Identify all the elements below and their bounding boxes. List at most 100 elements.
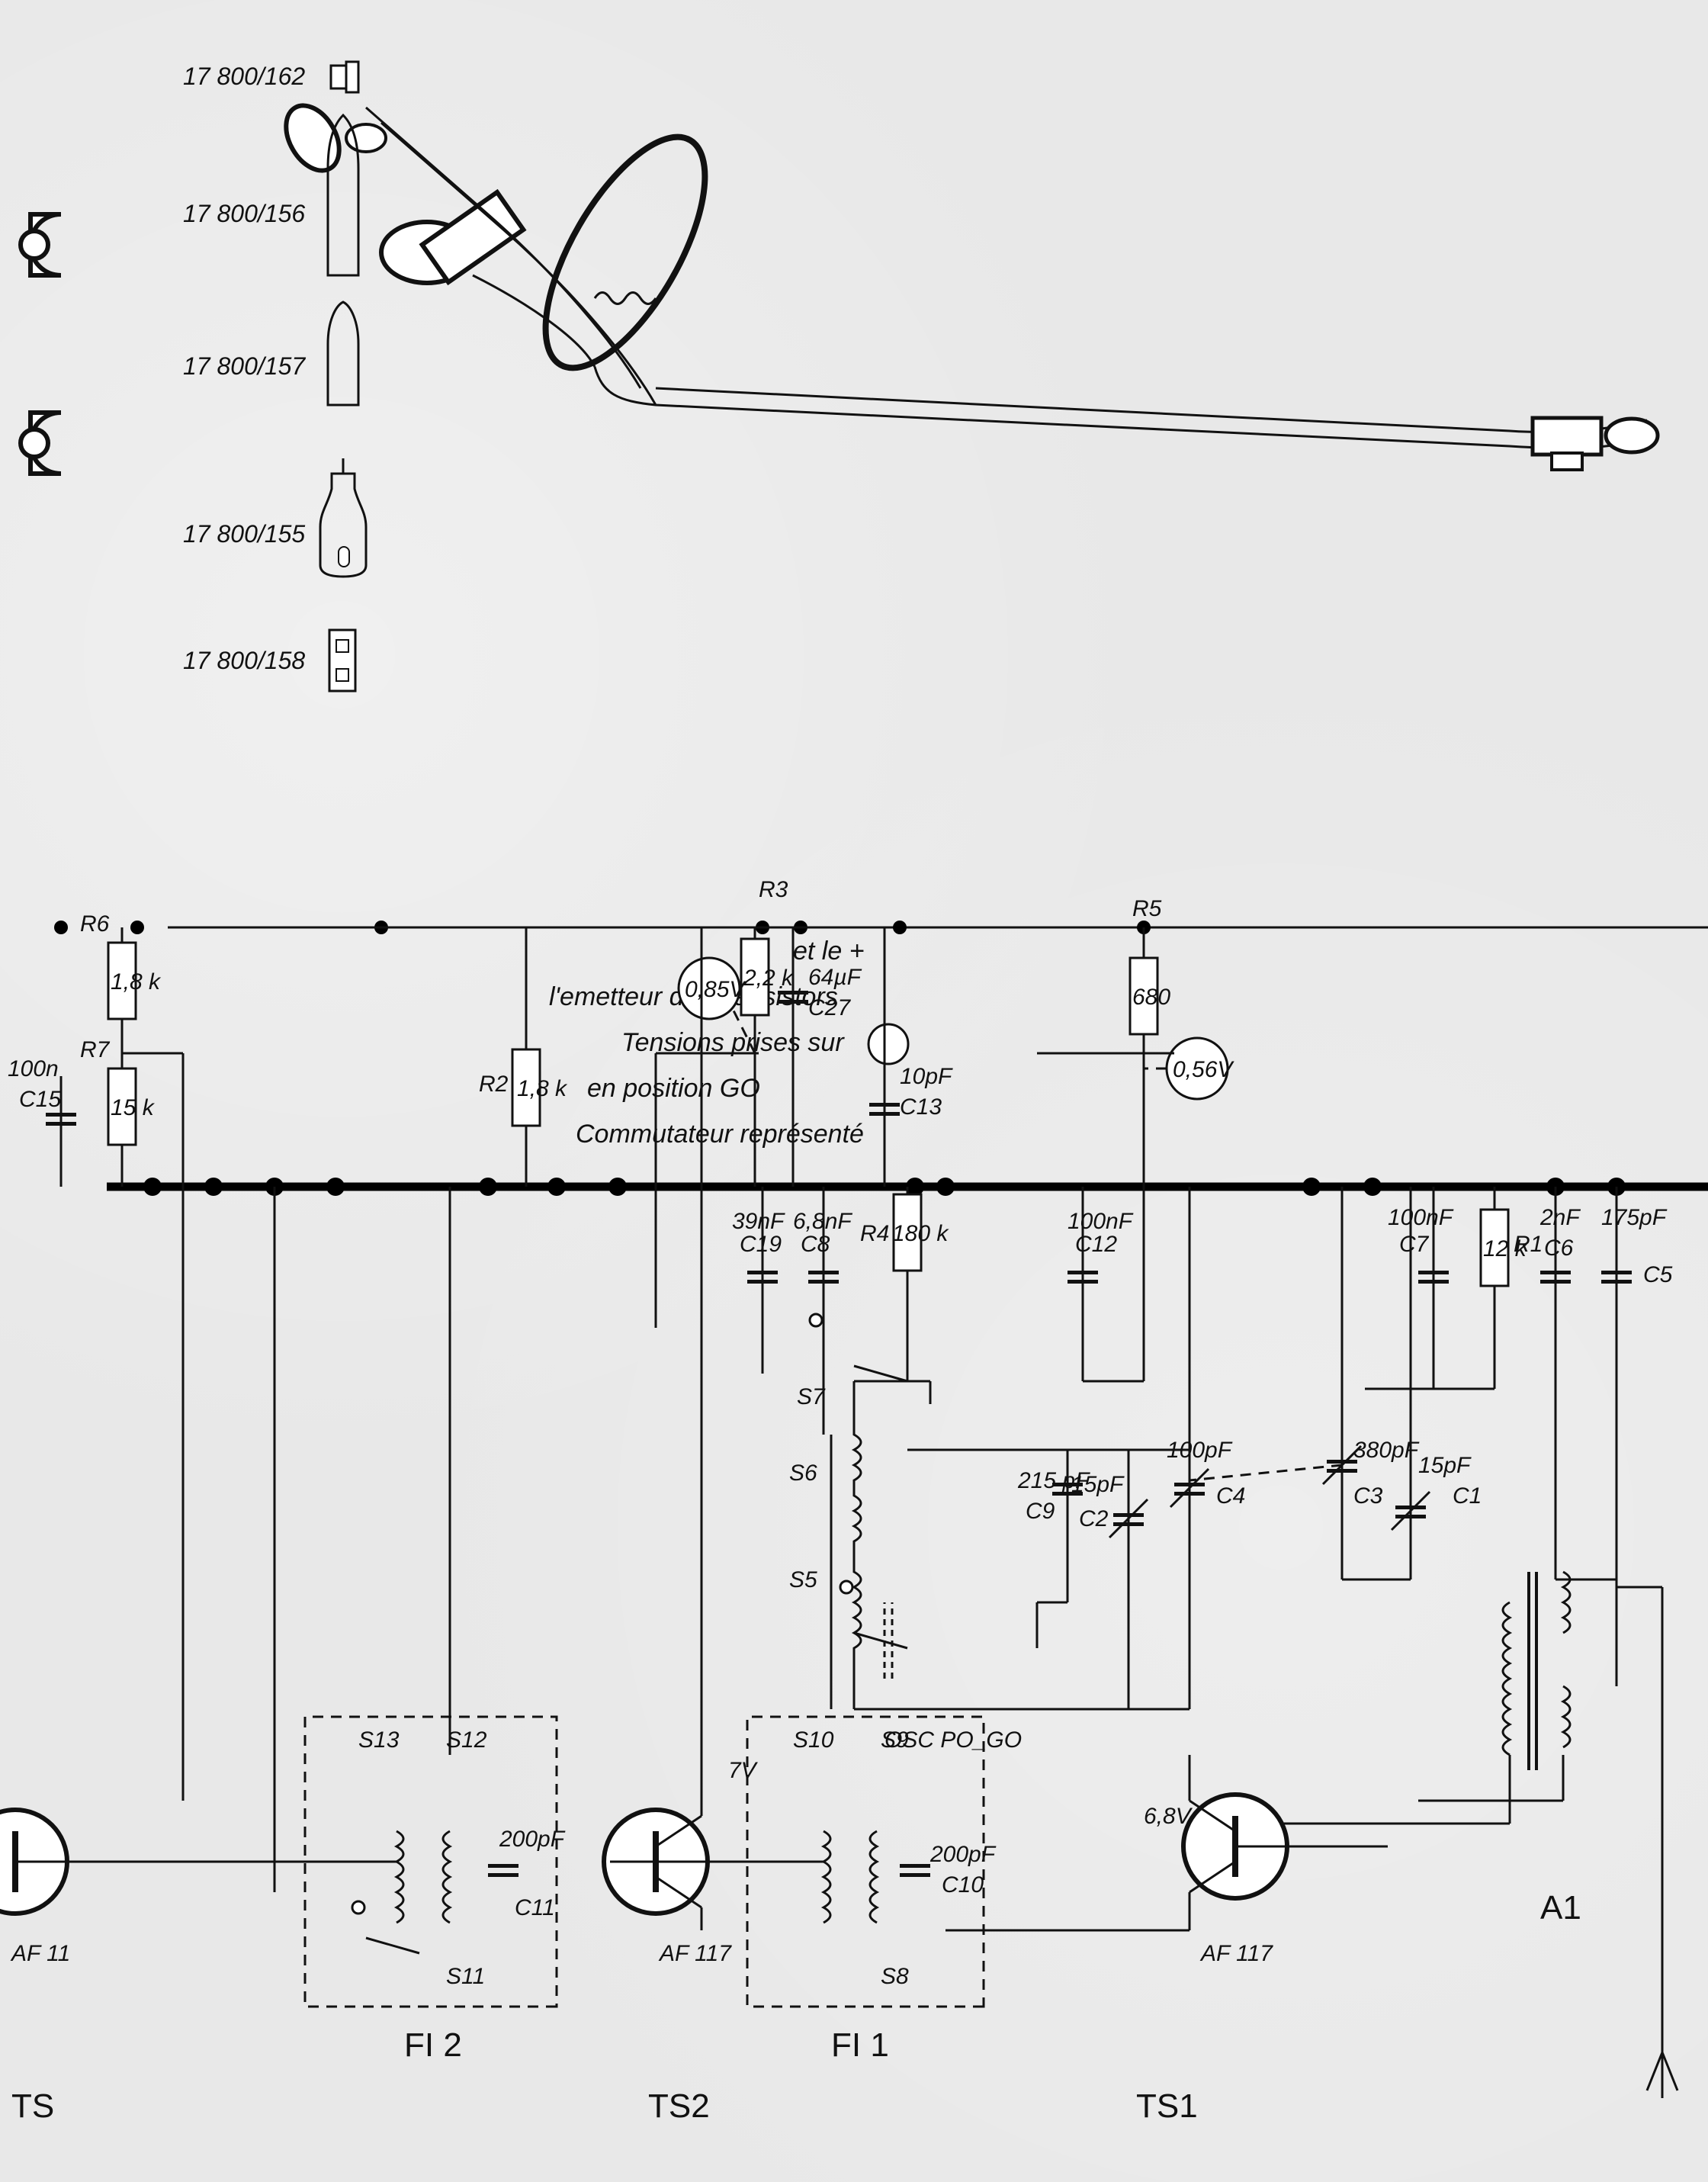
r2-value: 1,8 k bbox=[517, 1076, 568, 1101]
c12-label: C12 bbox=[1075, 1232, 1117, 1257]
c19-label: C19 bbox=[740, 1232, 782, 1257]
s10-label: S10 bbox=[793, 1727, 834, 1753]
legend-line2: en position GO bbox=[587, 1074, 760, 1103]
part-ref-157: 17 800/157 bbox=[183, 352, 306, 380]
voltage-0-56: 0,56V bbox=[1173, 1057, 1234, 1082]
c15-label: C15 bbox=[19, 1087, 61, 1112]
part-17-800-155: 17 800/155 bbox=[183, 458, 368, 578]
c8-label: C8 bbox=[801, 1232, 830, 1257]
osc-coil: S5 S6 S7 OSC PO_GO bbox=[789, 1381, 1022, 1753]
s7-label: S7 bbox=[797, 1384, 826, 1409]
part-17-800-158: 17 800/158 bbox=[183, 628, 357, 693]
resistor-r1 bbox=[1479, 1208, 1510, 1287]
inverted-sheet: 17 800/158 17 800/155 17 800/157 17 800/… bbox=[0, 60, 1708, 2125]
part-ref-162: 17 800/162 bbox=[183, 63, 305, 90]
r5-value: 680 bbox=[1132, 985, 1170, 1010]
ts1-label: TS1 bbox=[1136, 2087, 1198, 2125]
c7-label: C7 bbox=[1399, 1232, 1430, 1257]
transistor-ts1: AF 117 6,8V TS1 bbox=[1136, 1755, 1289, 2125]
r4-label: R4 bbox=[860, 1221, 889, 1246]
resistor-r2 bbox=[511, 1048, 541, 1127]
input-transformer-a1: A1 bbox=[1212, 1570, 1616, 1927]
c10-label: C10 bbox=[942, 1872, 984, 1898]
voltage-marker-0-85 bbox=[677, 956, 741, 1020]
legend-circle bbox=[867, 1023, 910, 1065]
c6-label: C6 bbox=[1544, 1236, 1574, 1261]
c9-value: 215 pF bbox=[1017, 1468, 1090, 1493]
resistor-r4 bbox=[892, 1193, 923, 1272]
s6-label: S6 bbox=[789, 1461, 817, 1486]
bus-nodes bbox=[54, 921, 1626, 1196]
c2-label: C2 bbox=[1079, 1506, 1109, 1531]
if-transformer-fi2: C11 200pF S11 S12 S13 FI 2 bbox=[303, 1715, 566, 2064]
c27-label: C27 bbox=[808, 995, 851, 1020]
part-17-800-162: 17 800/162 bbox=[183, 60, 360, 94]
r2-label: R2 bbox=[479, 1072, 509, 1097]
c15-value: 100n bbox=[8, 1056, 59, 1081]
c19-value: 39nF bbox=[732, 1209, 785, 1234]
s13-label: S13 bbox=[358, 1727, 400, 1753]
r4-value: 180 k bbox=[892, 1221, 949, 1246]
osc-label: OSC PO_GO bbox=[884, 1727, 1022, 1753]
c11-value: 200pF bbox=[499, 1827, 566, 1852]
part-17-800-156: 17 800/156 bbox=[183, 113, 360, 277]
r6-value: 1,8 k bbox=[111, 969, 162, 995]
fi1-label: FI 1 bbox=[831, 2026, 889, 2064]
resistor-r6 bbox=[107, 941, 137, 1020]
s12-label: S12 bbox=[446, 1727, 487, 1753]
ts2-label: TS2 bbox=[648, 2087, 710, 2125]
a1-label: A1 bbox=[1540, 1889, 1581, 1927]
c6-value: 2nF bbox=[1539, 1205, 1581, 1230]
part-ref-156: 17 800/156 bbox=[183, 200, 305, 227]
antenna bbox=[1616, 1586, 1679, 2098]
ts3-label: TS bbox=[11, 2087, 54, 2125]
c4-label: C4 bbox=[1216, 1483, 1245, 1509]
s11-label: S11 bbox=[446, 1964, 485, 1989]
c12-value: 100nF bbox=[1068, 1209, 1134, 1234]
r3-label: R3 bbox=[759, 877, 788, 902]
resistor-r3 bbox=[740, 937, 770, 1017]
c1-value: 15pF bbox=[1418, 1453, 1472, 1478]
c1-label: C1 bbox=[1453, 1483, 1482, 1509]
c9-label: C9 bbox=[1026, 1499, 1055, 1524]
c3-value: 380pF bbox=[1353, 1438, 1420, 1463]
ts3-type: AF 11 bbox=[10, 1941, 70, 1966]
transistor-ts3: AF 11 TS bbox=[0, 1808, 70, 2125]
fi2-label: FI 2 bbox=[404, 2026, 462, 2064]
ts1-voltage: 6,8V bbox=[1144, 1804, 1193, 1829]
band-switches bbox=[351, 1313, 1068, 1955]
r7-value: 15 k bbox=[111, 1095, 156, 1120]
c13-label: C13 bbox=[900, 1094, 942, 1120]
r6-label: R6 bbox=[80, 911, 110, 937]
r5-label: R5 bbox=[1132, 896, 1162, 921]
voltage-0-85: 0,85V bbox=[685, 977, 746, 1002]
r1-label: R1 bbox=[1514, 1232, 1543, 1257]
ts2-voltage: 7V bbox=[728, 1758, 759, 1783]
legend-line5: et le + bbox=[793, 937, 865, 966]
r1-value: 12 k bbox=[1483, 1236, 1528, 1261]
r3-value: 2,2 k bbox=[743, 966, 795, 991]
c8-value: 6,8nF bbox=[793, 1209, 852, 1234]
ts2-type: AF 117 bbox=[658, 1941, 732, 1966]
c10-value: 200pF bbox=[929, 1842, 997, 1867]
s9-label: S9 bbox=[881, 1727, 909, 1753]
if-transformer-fi1: C10 200pF S8 S9 S10 FI 1 bbox=[746, 1715, 997, 2064]
c11-label: C11 bbox=[515, 1895, 555, 1920]
legend-line1: Commutateur représenté bbox=[576, 1120, 864, 1149]
part-17-800-157: 17 800/157 bbox=[183, 300, 360, 407]
resistor-r7 bbox=[107, 1067, 137, 1146]
part-ref-155: 17 800/155 bbox=[183, 520, 305, 548]
connector-shapes bbox=[18, 212, 62, 476]
c27-value: 64µF bbox=[808, 965, 862, 990]
c3-label: C3 bbox=[1353, 1483, 1383, 1509]
ts1-type: AF 117 bbox=[1199, 1941, 1273, 1966]
r7-label: R7 bbox=[80, 1037, 111, 1062]
c5-label: C5 bbox=[1643, 1262, 1673, 1287]
resistor-r5 bbox=[1128, 956, 1159, 1036]
s5-label: S5 bbox=[789, 1567, 817, 1592]
c13-value: 10pF bbox=[900, 1064, 953, 1089]
c7-value: 100nF bbox=[1388, 1205, 1454, 1230]
part-ref-158: 17 800/158 bbox=[183, 647, 305, 674]
